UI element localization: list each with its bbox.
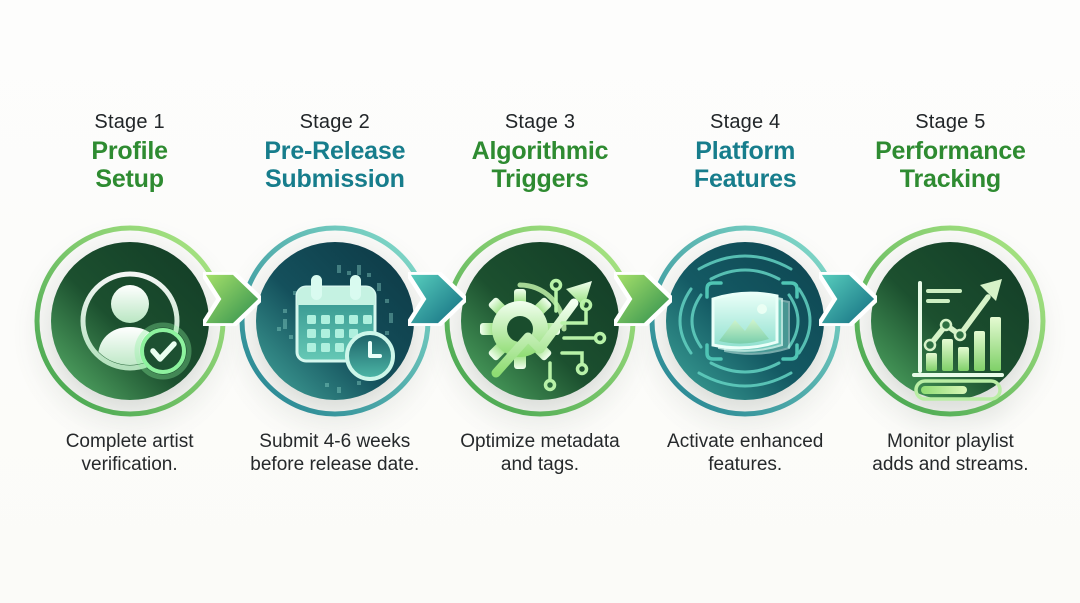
stage-1-label: Stage 1 bbox=[94, 111, 165, 133]
stage-5-caption: Monitor playlist adds and streams. bbox=[872, 430, 1029, 475]
stages-row: Stage 1 Profile Setup bbox=[27, 0, 1053, 476]
check-badge-icon bbox=[134, 322, 192, 380]
calendar-clock-icon bbox=[239, 225, 431, 417]
arrow-1-green bbox=[203, 272, 261, 326]
matrix-dots-pattern bbox=[276, 264, 393, 393]
ripple-waves-icon bbox=[678, 254, 812, 388]
arrow-4-teal bbox=[819, 272, 877, 326]
stage-1-badge bbox=[32, 223, 228, 419]
stage-3: Stage 3 Algorithmic Triggers bbox=[437, 0, 642, 476]
stage-2-caption: Submit 4-6 weeks before release date. bbox=[250, 430, 420, 475]
stage-5-label: Stage 5 bbox=[915, 111, 986, 133]
stage-3-title: Algorithmic Triggers bbox=[471, 137, 609, 193]
profile-verification-icon bbox=[34, 225, 226, 417]
trend-line-icon bbox=[924, 278, 1003, 351]
corner-brackets-icon bbox=[705, 281, 799, 361]
gear-growth-icon bbox=[444, 225, 636, 417]
stage-2-title: Pre-Release Submission bbox=[264, 137, 406, 193]
arrow-3-green bbox=[614, 272, 672, 326]
arrow-2-teal bbox=[408, 272, 466, 326]
bar-chart-icon bbox=[912, 280, 1005, 377]
media-canvas-icon bbox=[649, 225, 841, 417]
stage-3-label: Stage 3 bbox=[504, 111, 576, 133]
stage-4: Stage 4 Platform Features bbox=[643, 0, 848, 476]
stage-5-title: Performance Tracking bbox=[875, 137, 1026, 193]
stage-5-badge bbox=[852, 223, 1048, 419]
stage-1-caption: Complete artist verification. bbox=[65, 430, 194, 475]
stage-2-label: Stage 2 bbox=[299, 111, 370, 133]
stage-4-label: Stage 4 bbox=[710, 111, 781, 133]
stage-2-badge bbox=[237, 223, 433, 419]
circuit-traces-icon bbox=[543, 278, 607, 391]
stage-1: Stage 1 Profile Setup bbox=[27, 0, 232, 476]
stage-1-title: Profile Setup bbox=[91, 137, 168, 193]
progress-bar-icon bbox=[914, 379, 1003, 401]
analytics-chart-icon bbox=[854, 225, 1046, 417]
stage-4-caption: Activate enhanced features. bbox=[667, 430, 824, 475]
stage-3-caption: Optimize metadata and tags. bbox=[460, 430, 620, 475]
stage-3-badge bbox=[442, 223, 638, 419]
stage-4-title: Platform Features bbox=[693, 137, 797, 193]
stage-4-badge bbox=[647, 223, 843, 419]
stage-2: Stage 2 Pre-Release Submission bbox=[232, 0, 437, 476]
calendar-grid bbox=[306, 314, 372, 352]
stage-5: Stage 5 Performance Tracking bbox=[848, 0, 1053, 476]
clock-badge-icon bbox=[344, 330, 395, 381]
picture-panels bbox=[711, 291, 791, 355]
